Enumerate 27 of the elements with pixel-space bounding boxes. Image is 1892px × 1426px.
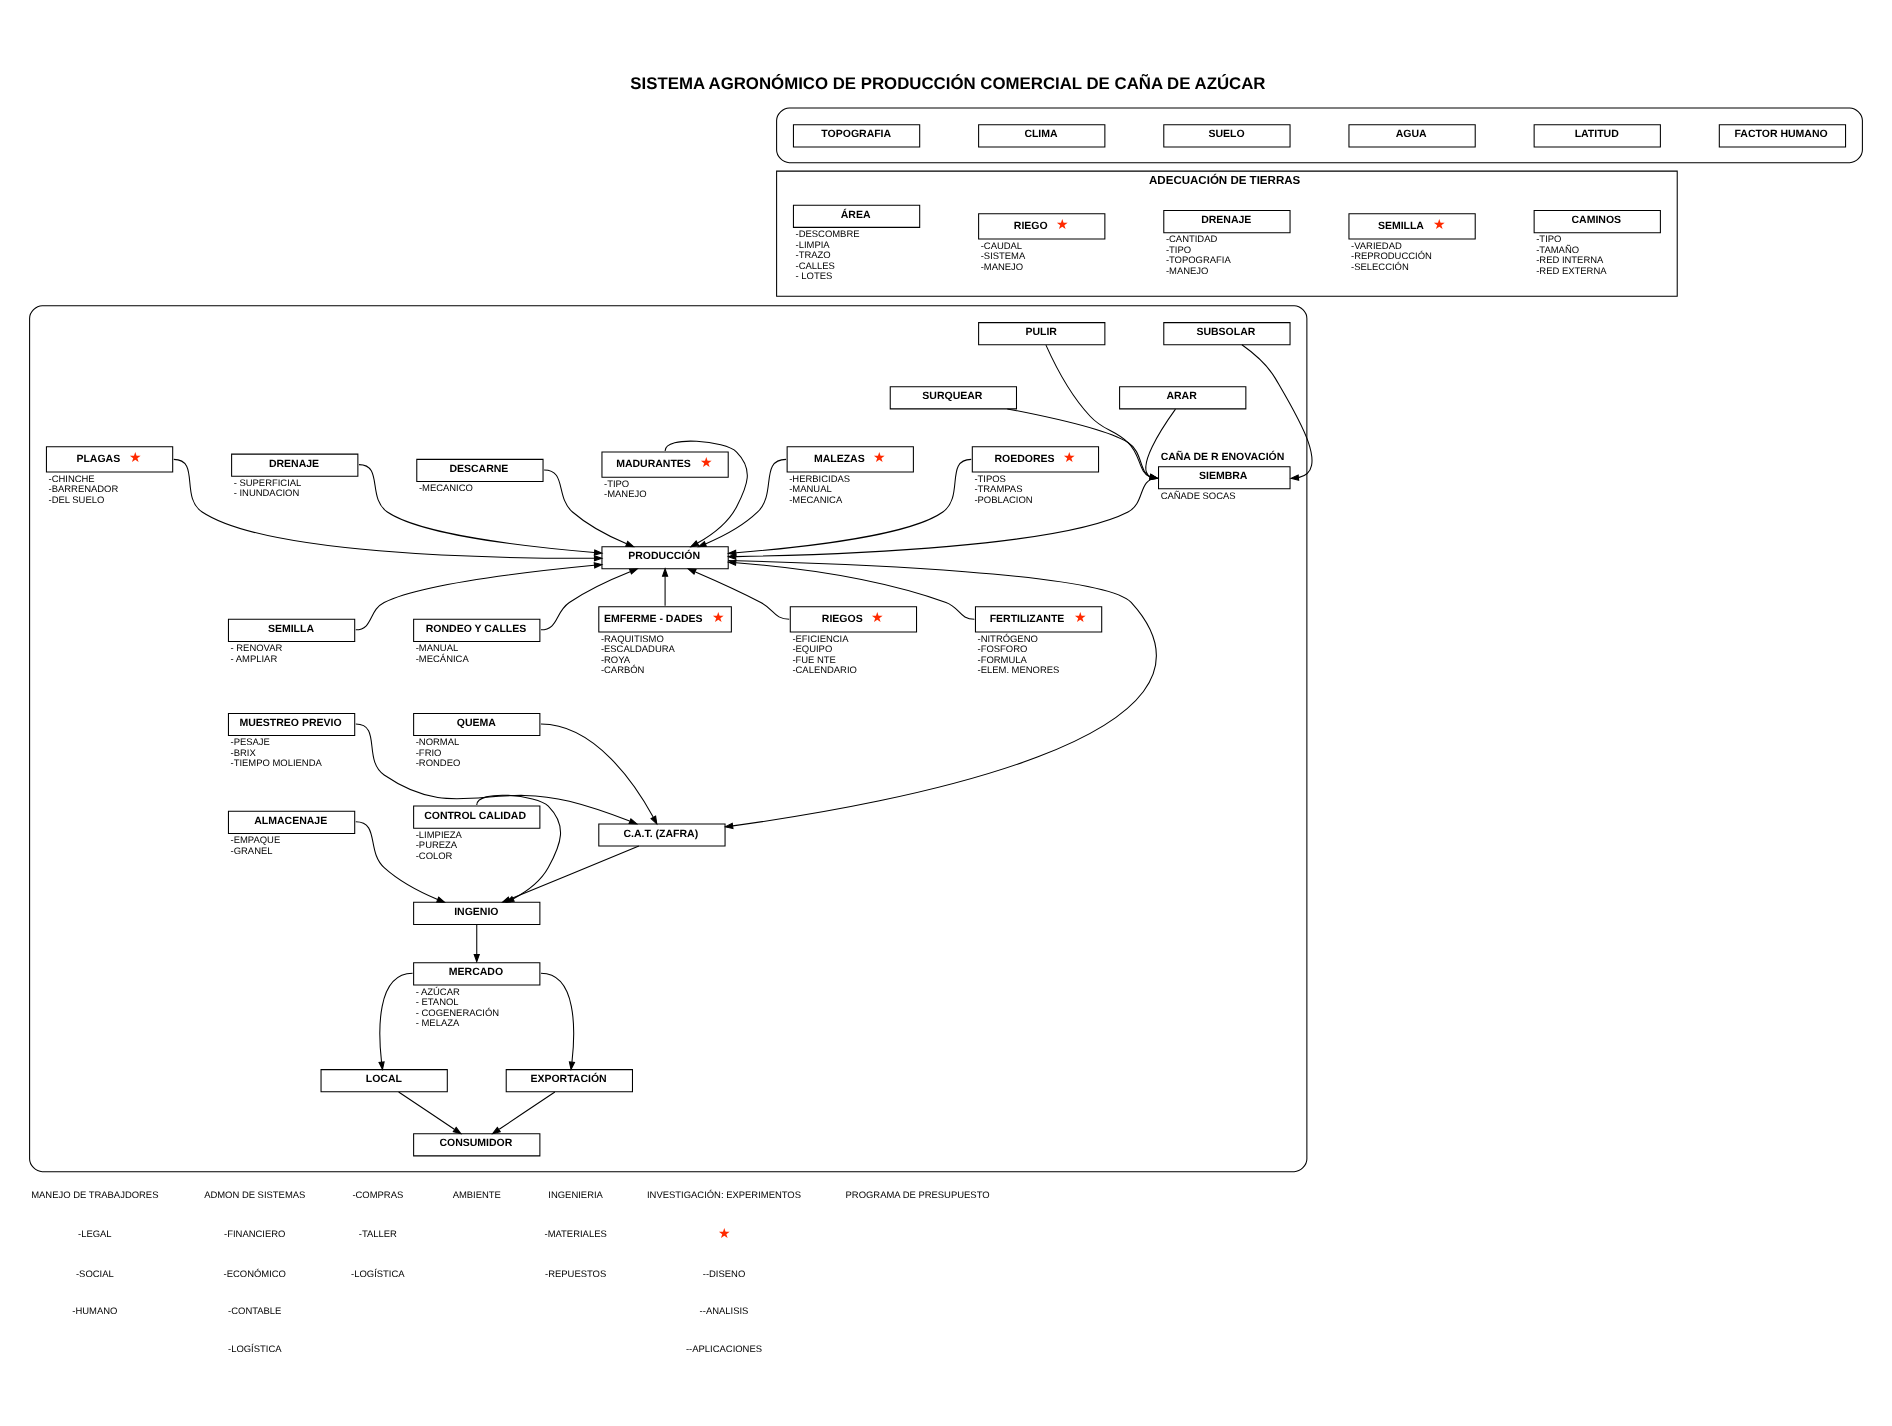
arrow: [540, 567, 639, 630]
arrow: [1145, 407, 1177, 479]
arrow: [173, 457, 604, 561]
arrow: [398, 1090, 463, 1134]
diagram-title: SISTEMA AGRONÓMICO DE PRODUCCIÓN COMERCIAL DE CAÑA DE AZÚCAR: [630, 71, 1266, 92]
arrow: [1241, 343, 1313, 480]
cluster: [776, 106, 1863, 163]
arrow: [355, 722, 639, 824]
arrow: [697, 457, 787, 547]
arrow: [723, 559, 1157, 829]
arrow: [1006, 407, 1160, 479]
arrow: [661, 566, 669, 606]
arrow: [355, 820, 446, 902]
cluster: [29, 304, 1308, 1172]
arrow: [726, 457, 972, 556]
arrow: [540, 722, 658, 825]
arrow: [543, 468, 635, 547]
arrow: [355, 561, 604, 630]
arrow: [540, 971, 576, 1071]
arrow: [358, 463, 604, 555]
arrow: [726, 558, 975, 619]
arrow: [378, 971, 414, 1071]
arrow: [686, 567, 790, 619]
arrow: [664, 439, 748, 547]
arrow: [491, 1090, 556, 1134]
arrow: [1045, 343, 1160, 480]
arrow: [473, 923, 481, 963]
